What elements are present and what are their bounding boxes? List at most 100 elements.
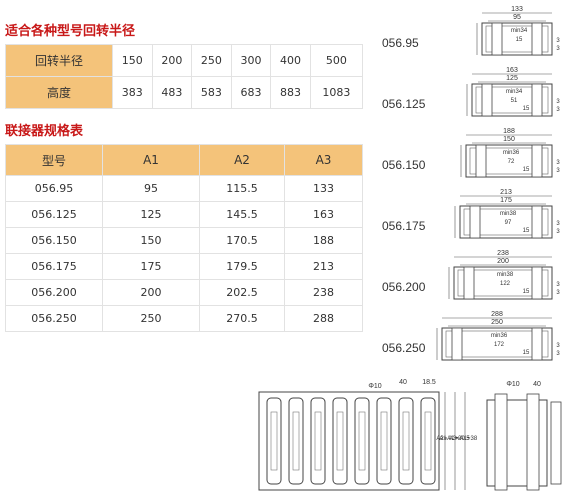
connector-post: [531, 22, 543, 56]
table-cell: 400: [270, 44, 311, 77]
dimension-label: 15: [523, 106, 530, 112]
table-cell: 056.200: [5, 279, 103, 306]
assembly-slot: [314, 411, 322, 471]
connector-post: [463, 266, 475, 300]
table-cell: 583: [191, 76, 232, 109]
assembly-link: [354, 397, 370, 485]
model-label: 056.175: [382, 219, 426, 233]
table-cell: 150: [102, 227, 200, 254]
connector-frame: [463, 208, 549, 236]
side-dimension: A3=A1+38: [449, 436, 478, 442]
model-label: 056.150: [382, 158, 426, 172]
side-view-post: [526, 393, 540, 491]
table-cell: 250: [191, 44, 232, 77]
dimension-label: 3: [556, 282, 560, 288]
dimension-label: Φ10: [506, 381, 519, 388]
model-label: 056.250: [382, 341, 426, 355]
dimension-label: 72: [508, 159, 515, 165]
inner-dimension: 95: [513, 14, 521, 21]
assembly-link: [310, 397, 326, 485]
assembly-slot: [358, 411, 366, 471]
inner-dimension: 175: [500, 197, 512, 204]
assembly-slot: [380, 411, 388, 471]
min-dimension: min36: [491, 333, 508, 339]
column-header: A3: [284, 144, 363, 176]
table-cell: 056.250: [5, 305, 103, 332]
dimension-label: 3: [556, 221, 560, 227]
min-dimension: min34: [506, 89, 523, 95]
assembly-slot: [292, 411, 300, 471]
table-cell: 288: [284, 305, 363, 332]
outer-dimension: 133: [511, 6, 523, 13]
dimension-label: 18.5: [422, 379, 436, 386]
connector-post: [491, 22, 503, 56]
assembly-link: [420, 397, 436, 485]
table-cell: 202.5: [199, 279, 285, 306]
assembly-link: [332, 397, 348, 485]
model-label: 056.125: [382, 97, 426, 111]
connector-frame: [475, 86, 549, 114]
table-cell: 300: [230, 44, 272, 77]
column-header: 型号: [5, 144, 103, 176]
connector-frame: [445, 330, 549, 358]
connector-post: [469, 205, 481, 239]
table-cell: 115.5: [199, 175, 285, 202]
table-cell: 163: [284, 201, 363, 228]
inner-dimension: 250: [491, 319, 503, 326]
table-cell: 95: [102, 175, 200, 202]
radius-table: 回转半径 150 200 250 300 400 500 高度 383 483 …: [5, 44, 364, 109]
connector-frame: [465, 144, 553, 178]
assembly-link: [288, 397, 304, 485]
table-cell: 150: [112, 44, 153, 77]
inner-dimension: 125: [506, 75, 518, 82]
table-header-row: 型号 A1 A2 A3: [5, 144, 363, 176]
table-cell: 200: [102, 279, 200, 306]
table-cell: 683: [230, 76, 272, 109]
connector-post: [451, 327, 463, 361]
connector-frame: [457, 269, 549, 297]
side-view-profile: [550, 401, 562, 485]
min-dimension: min38: [497, 272, 514, 278]
connector-frame: [485, 25, 549, 53]
table-cell: 383: [112, 76, 153, 109]
assembly-link: [266, 397, 282, 485]
connector-frame: [471, 83, 553, 117]
dimension-label: 3: [556, 160, 560, 166]
outer-dimension: 213: [500, 189, 512, 196]
dimension-label: 3: [556, 46, 560, 52]
table-cell: 056.175: [5, 253, 103, 280]
assembly-frame: [258, 391, 440, 491]
dimension-label: 40: [399, 379, 407, 386]
radius-section-title: 适合各种型号回转半径: [5, 24, 136, 39]
dimension-label: 15: [523, 350, 530, 356]
dimension-label: 3: [556, 290, 560, 296]
dimension-label: 3: [556, 351, 560, 357]
dimension-label: 3: [556, 229, 560, 235]
outer-dimension: 288: [491, 311, 503, 318]
assembly-link: [376, 397, 392, 485]
min-dimension: min38: [500, 211, 517, 217]
table-cell: 270.5: [199, 305, 285, 332]
dimension-label: 15: [523, 289, 530, 295]
table-cell: 133: [284, 175, 363, 202]
row-label: 回转半径: [5, 44, 113, 77]
column-header: A1: [102, 144, 200, 176]
table-cell: 145.5: [199, 201, 285, 228]
dimension-label: 3: [556, 107, 560, 113]
table-cell: 1083: [309, 76, 364, 109]
table-row: 高度 383 483 583 683 883 1083: [5, 76, 364, 109]
connector-frame: [459, 205, 553, 239]
table-cell: 883: [270, 76, 311, 109]
table-cell: 125: [102, 201, 200, 228]
row-label: 高度: [5, 76, 113, 109]
table-cell: 213: [284, 253, 363, 280]
